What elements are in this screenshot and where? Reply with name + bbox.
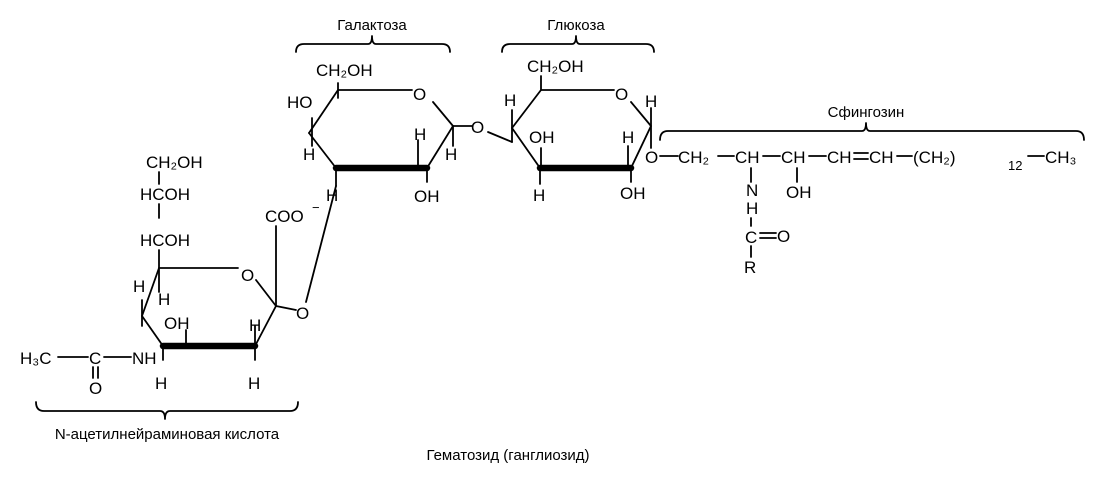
sph-amide-n: N — [746, 181, 758, 200]
sph-ch3: CH₃ — [1045, 148, 1076, 167]
sph-ch2-repeat: (CH₂) — [913, 148, 955, 167]
glucose-c4b-h: H — [533, 186, 545, 205]
glucose-c1-h: H — [645, 92, 657, 111]
glycosidic-oxygen-gal-glc: O — [471, 118, 484, 137]
nana-coo-charge: − — [312, 200, 320, 215]
galactose-ring-o: O — [413, 85, 426, 104]
galactose-c2-h: H — [414, 125, 426, 144]
acetyl-h3c: H₃C — [20, 349, 51, 368]
nana-c5-h-lower: H — [155, 374, 167, 393]
sph-c4-ch: CH — [827, 148, 852, 167]
glucose-c2-h: H — [622, 128, 634, 147]
nana-ring — [141, 225, 297, 361]
nana-c3-h: H — [249, 316, 261, 335]
sphingosine-brace — [659, 122, 1085, 141]
glucose-c3-oh: OH — [529, 128, 555, 147]
acetyl-c: C — [89, 349, 101, 368]
nana-label: N-ацетилнейраминовая кислота — [55, 426, 280, 443]
glucose-ring — [511, 75, 652, 185]
galactose-label: Галактоза — [337, 17, 407, 34]
sph-ch2-count: 12 — [1008, 158, 1022, 173]
glycosidic-oxygen-glc-sph: O — [645, 148, 658, 167]
nana-hcoh-2: HCOH — [140, 231, 190, 250]
sph-amide-o: O — [777, 227, 790, 246]
sph-r-group: R — [744, 258, 756, 277]
nana-ch2oh: CH₂OH — [146, 153, 203, 172]
galactose-ring — [308, 82, 473, 187]
glucose-ch2oh: CH₂OH — [527, 57, 584, 76]
sph-c3-oh: OH — [786, 183, 812, 202]
nana-hcoh-1: HCOH — [140, 185, 190, 204]
nana-c5-h-upper: H — [133, 277, 145, 296]
glucose-ring-o: O — [615, 85, 628, 104]
galactose-c4-ho: HO — [287, 93, 313, 112]
nana-glycosidic-o: O — [296, 304, 309, 323]
galactose-c1-h: H — [445, 145, 457, 164]
nana-ring-o: O — [241, 266, 254, 285]
galactose-c2-oh: OH — [414, 187, 440, 206]
sph-c1-ch2: CH₂ — [678, 148, 709, 167]
acetyl-o: O — [89, 379, 102, 398]
nana-c6-h: H — [158, 290, 170, 309]
galactose-c4-h: H — [303, 145, 315, 164]
glucose-brace — [501, 35, 655, 53]
nana-brace — [35, 401, 299, 420]
nana-nh: NH — [132, 349, 157, 368]
galactose-ch2oh: CH₂OH — [316, 61, 373, 80]
nana-c4-oh: OH — [164, 314, 190, 333]
nana-c3-h-lower: H — [248, 374, 260, 393]
glucose-c2-oh: OH — [620, 184, 646, 203]
nana-galactose-link — [305, 185, 337, 303]
glucose-label: Глюкоза — [547, 17, 605, 34]
glucose-c4-h: H — [504, 91, 516, 110]
diagram-caption: Гематозид (ганглиозид) — [426, 447, 589, 464]
sph-c3-ch: CH — [781, 148, 806, 167]
sphingosine-label: Сфингозин — [828, 104, 905, 121]
sph-c5-ch: CH — [869, 148, 894, 167]
galactose-brace — [295, 35, 451, 53]
sph-amide-c: C — [745, 228, 757, 247]
sph-amide-h: H — [746, 199, 758, 218]
nana-coo: COO — [265, 207, 304, 226]
sph-c2-ch: CH — [735, 148, 760, 167]
